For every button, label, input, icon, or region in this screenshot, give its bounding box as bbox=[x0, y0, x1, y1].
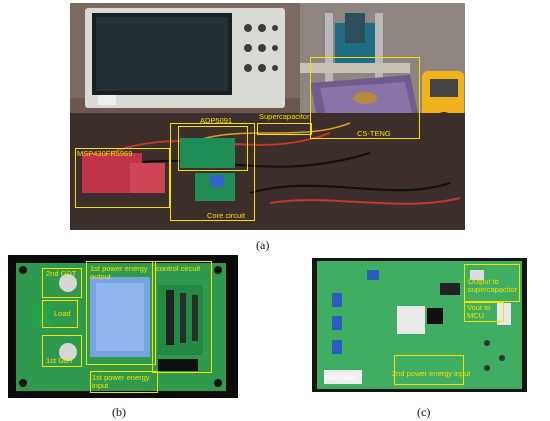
adp-box bbox=[178, 126, 248, 171]
bench-photo: MSP430FR5969 ADP5091 Core circuit Superc… bbox=[70, 3, 465, 230]
bench-photo-image bbox=[70, 3, 465, 230]
pcb-photo: 2nd GDT Load 1st GDT 1st power energy ou… bbox=[8, 255, 238, 398]
gdt2-box bbox=[42, 268, 82, 298]
vout-label: Vout to MCU bbox=[467, 303, 491, 320]
supercap-label: Supercapacitor bbox=[259, 112, 310, 121]
control-box bbox=[152, 261, 212, 373]
output-supercap-label: Output to supercapacitor bbox=[468, 277, 518, 294]
adp5091-photo-image bbox=[312, 258, 527, 392]
load-label: Load bbox=[54, 309, 71, 318]
msp-box bbox=[75, 148, 170, 208]
vout-box bbox=[464, 302, 504, 322]
pcb-photo-image bbox=[8, 255, 238, 398]
gdt1-label: 1st GDT bbox=[46, 356, 74, 365]
csteng-label: CS-TENG bbox=[357, 129, 391, 138]
input2-box bbox=[394, 355, 464, 385]
msp-label: MSP430FR5969 bbox=[77, 149, 133, 158]
core-circuit-box bbox=[170, 123, 255, 221]
in1-label: 1st power energy input bbox=[92, 373, 150, 390]
csteng-box bbox=[310, 57, 420, 139]
brand-label: ADP5091 bbox=[324, 373, 357, 382]
control-label: control circuit bbox=[156, 264, 201, 273]
supercap-box bbox=[257, 123, 312, 135]
gdt1-box bbox=[42, 335, 82, 367]
in1-box bbox=[90, 371, 158, 393]
gdt2-label: 2nd GDT bbox=[46, 269, 77, 278]
caption-a: (a) bbox=[256, 238, 270, 252]
adp5091-photo: Output to supercapacitor Vout to MCU 2nd… bbox=[312, 258, 527, 392]
out1-label: 1st power energy output bbox=[90, 264, 148, 281]
adp-label: ADP5091 bbox=[200, 116, 233, 125]
load-box bbox=[42, 300, 78, 328]
caption-c: (c) bbox=[417, 405, 431, 419]
caption-b: (b) bbox=[112, 405, 126, 419]
core-circuit-label: Core circuit bbox=[207, 211, 245, 220]
output-supercap-box bbox=[464, 264, 520, 302]
out1-box bbox=[86, 261, 156, 365]
input2-label: 2nd power energy input bbox=[392, 369, 471, 378]
